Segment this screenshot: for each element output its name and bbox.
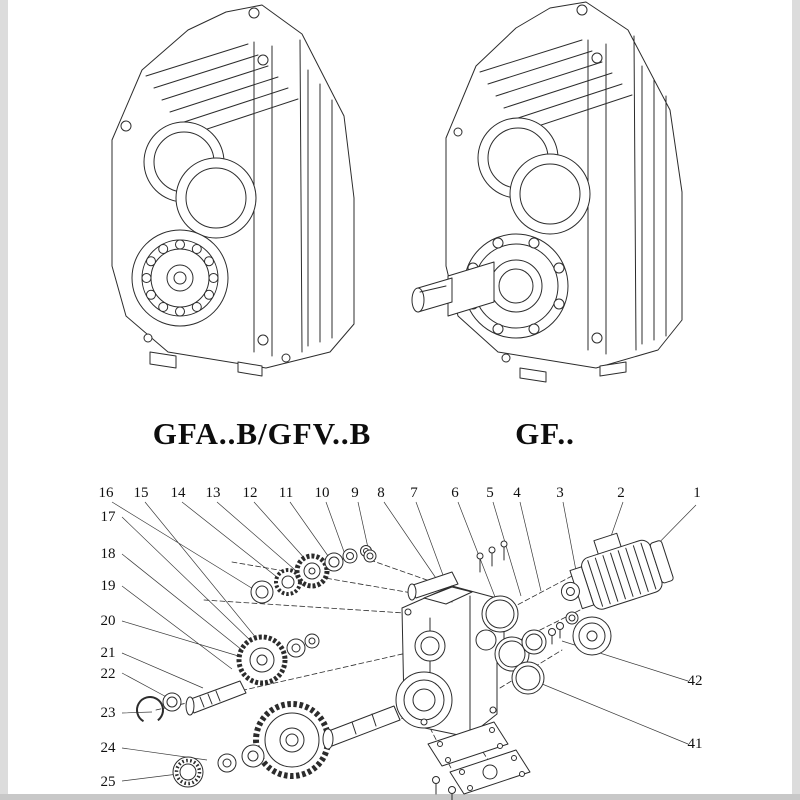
- page-edge-bottom: [0, 794, 800, 800]
- callout-22: 22: [101, 666, 116, 682]
- callout-2: 2: [617, 485, 625, 501]
- callout-11: 11: [279, 485, 293, 501]
- ball-bearing: [172, 756, 204, 788]
- left-gearbox-drawing: [111, 4, 355, 377]
- cooling-ribs: [145, 43, 299, 137]
- motor-fins: [587, 542, 657, 607]
- output-shaft: [411, 261, 495, 317]
- callout-4: 4: [513, 485, 521, 501]
- gasket: [427, 721, 509, 767]
- callout-3: 3: [556, 485, 564, 501]
- model-label-left: GFA..B/GFV..B: [153, 416, 372, 451]
- mounting-foot: [599, 361, 627, 377]
- callout-25: 25: [101, 774, 116, 790]
- callout-20: 20: [101, 613, 116, 629]
- exploded-view-diagram: 16 15 14 13 12 11 10 9 8 7 6 5 4 3 2 1 1…: [99, 485, 703, 800]
- mounting-foot: [237, 361, 263, 377]
- callout-5: 5: [486, 485, 494, 501]
- callout-numbers-left: 17 18 19 20 21 22 23 24 25: [101, 509, 117, 790]
- motor-side-rings: [481, 595, 612, 695]
- gear-housing: [395, 585, 505, 738]
- callout-21: 21: [101, 645, 116, 661]
- page-edge-left: [0, 0, 8, 800]
- pinion-shaft: [187, 680, 247, 714]
- lifting-eye-hole: [248, 7, 260, 19]
- callout-numbers-right: 42 41: [688, 673, 703, 752]
- callout-9: 9: [351, 485, 359, 501]
- callout-41: 41: [688, 736, 703, 752]
- callout-23: 23: [101, 705, 116, 721]
- right-gearbox-drawing: [411, 1, 683, 383]
- callout-numbers-top: 16 15 14 13 12 11 10 9 8 7 6 5 4 3 2 1: [99, 485, 701, 501]
- mounting-foot: [519, 367, 547, 383]
- output-shaft-parts: [172, 701, 401, 788]
- callout-16: 16: [99, 485, 115, 501]
- callout-7: 7: [410, 485, 418, 501]
- output-bearing: [131, 229, 229, 327]
- motor: [560, 532, 674, 610]
- housing-top-flange: [423, 586, 473, 605]
- lifting-eye-hole: [576, 4, 588, 16]
- output-flange: [463, 233, 569, 339]
- snap-ring: [136, 696, 164, 724]
- callout-leader-lines: [111, 501, 697, 782]
- callout-24: 24: [101, 740, 117, 756]
- callout-15: 15: [134, 485, 149, 501]
- callout-1: 1: [693, 485, 701, 501]
- callout-18: 18: [101, 546, 116, 562]
- callout-42: 42: [688, 673, 703, 689]
- input-shaft-parts: [250, 540, 508, 604]
- model-label-right: GF..: [515, 416, 575, 451]
- cover-and-gasket: [427, 721, 531, 800]
- motor-end-cap: [649, 540, 674, 584]
- callout-8: 8: [377, 485, 385, 501]
- callout-14: 14: [171, 485, 187, 501]
- mounting-foot: [149, 351, 177, 369]
- cooling-ribs: [479, 39, 633, 133]
- callout-6: 6: [451, 485, 459, 501]
- callout-12: 12: [243, 485, 258, 501]
- callout-19: 19: [101, 578, 116, 594]
- output-shaft: [325, 705, 401, 747]
- page-edge-right: [792, 0, 800, 800]
- intermediate-shaft-parts: [136, 633, 320, 724]
- callout-10: 10: [315, 485, 330, 501]
- callout-17: 17: [101, 509, 117, 525]
- callout-13: 13: [206, 485, 221, 501]
